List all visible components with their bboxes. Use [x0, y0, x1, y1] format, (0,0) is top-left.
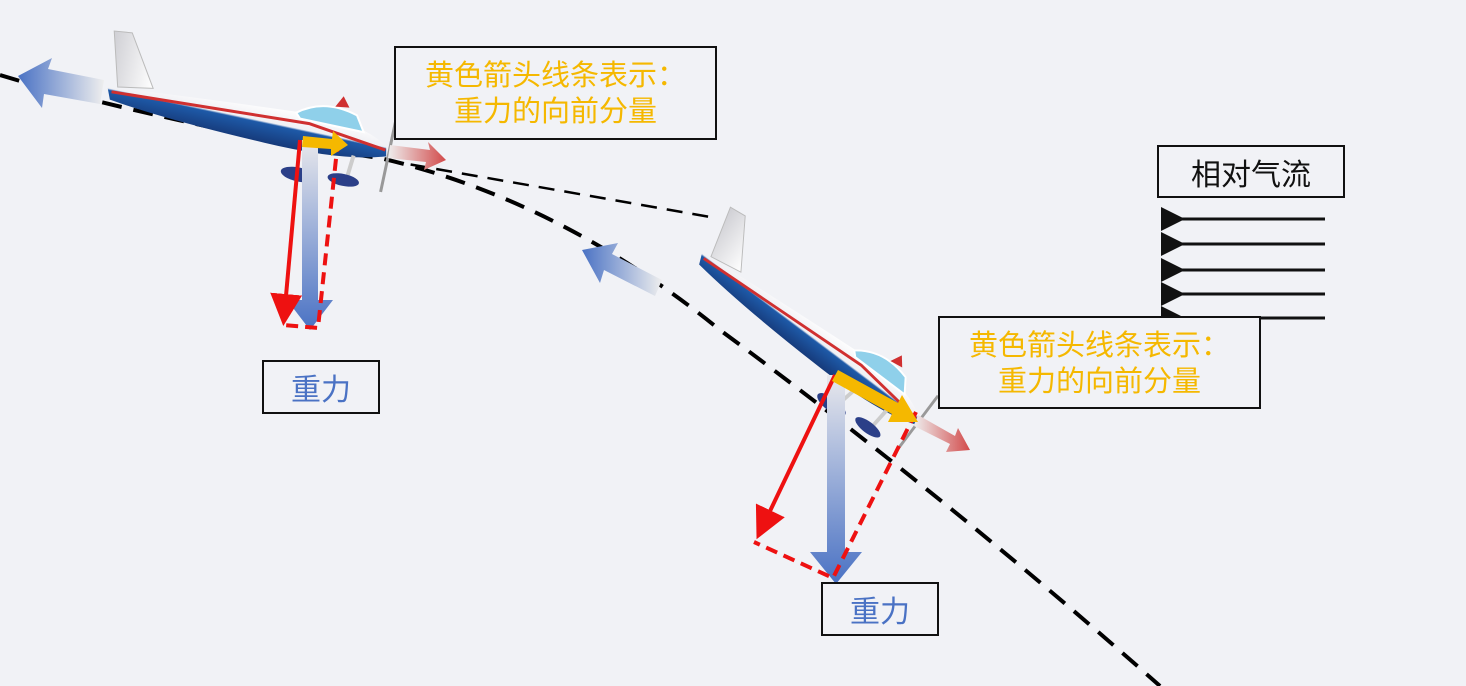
forward-component-arrow: [302, 131, 348, 156]
flight-path: [0, 73, 1162, 686]
gravity-text: 重力: [850, 595, 910, 630]
note-line-2: 重力的向前分量: [453, 94, 657, 128]
note-line-1: 黄色箭头线条表示：: [968, 327, 1230, 362]
gravity-text: 重力: [291, 373, 351, 408]
gravity-arrow: [287, 140, 333, 330]
gravity-component-line: [270, 139, 303, 326]
backward-arrow: [18, 58, 104, 108]
gravity-label-1: 重力: [262, 360, 380, 414]
airplane-1: [89, 27, 405, 201]
component-dashed: [753, 411, 918, 581]
component-dashed: [282, 139, 340, 331]
forward-arrow: [388, 142, 446, 170]
note-box-1: 黄色箭头线条表示： 重力的向前分量: [394, 46, 717, 140]
gravity-label-2: 重力: [821, 582, 939, 636]
note-line-2: 重力的向前分量: [997, 363, 1201, 398]
relative-airflow-label: 相对气流: [1157, 145, 1345, 198]
gravity-arrow: [810, 375, 862, 584]
forward-component-arrow: [832, 370, 918, 422]
backward-arrow: [582, 243, 662, 296]
note-line-1: 黄色箭头线条表示：: [424, 58, 686, 92]
gravity-component-line: [755, 374, 837, 540]
forward-arrow: [914, 415, 970, 452]
airflow-arrows: [1161, 207, 1325, 330]
tangent-line: [384, 158, 717, 220]
relative-airflow-text: 相对气流: [1191, 157, 1311, 193]
note-box-2: 黄色箭头线条表示： 重力的向前分量: [938, 316, 1261, 409]
